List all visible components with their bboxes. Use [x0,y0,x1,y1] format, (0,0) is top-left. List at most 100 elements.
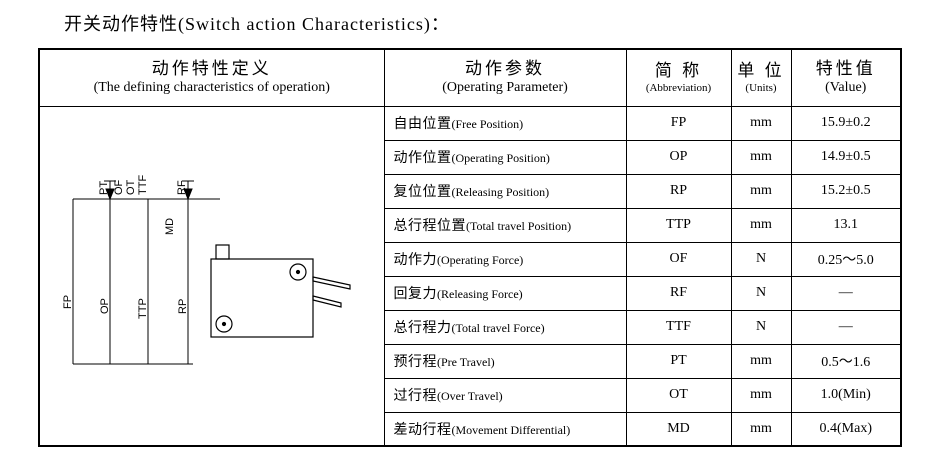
abbreviation-cell: MD [625,411,732,447]
abbreviation-cell: OP [625,139,732,175]
parameter-en: (Releasing Force) [437,287,523,301]
parameter-cn: 总行程位置 [393,219,466,234]
unit-cell: mm [730,105,792,141]
table-row: 差动行程(Movement Differential) MD mm 0.4(Ma… [39,411,902,447]
parameter-en: (Total travel Force) [451,321,545,335]
parameter-cell: 总行程力(Total travel Force) [383,309,627,345]
plunger-position-arrows [104,180,194,200]
abbreviation-cell: OF [625,241,732,277]
parameter-cell: 自由位置(Free Position) [383,105,627,141]
parameter-cn: 预行程 [393,355,437,370]
abbreviation-cell: OT [625,377,732,413]
value-header-en: (Value) [825,80,867,96]
unit-cell: mm [730,173,792,209]
parameter-cn: 复位位置 [393,185,452,200]
parameter-cn: 动作位置 [393,151,452,166]
abbreviation-header-cn: 简 称 [654,61,703,81]
measurement-lines [72,198,220,364]
parameter-header-en: (Operating Parameter) [442,80,568,96]
parameter-en: (Movement Differential) [451,422,571,437]
op-label: OP [99,298,111,314]
abbreviation-cell: TTF [625,309,732,345]
abbreviation-cell: PT [625,343,732,379]
parameter-en: (Pre Travel) [437,355,495,369]
md-label: MD [164,217,176,234]
value-header-cn: 特性值 [815,59,876,79]
table-row: PT OF OT TTF RF MD FP OP TTP RP 自由位置(Fre… [38,105,902,447]
switch-action-diagram: PT OF OT TTF RF MD FP OP TTP RP [62,174,351,364]
parameter-en: (Free Position) [451,117,524,131]
parameter-en: (Releasing Position) [451,185,550,199]
column-header-units: 单 位 (Units) [730,48,792,107]
parameter-cell: 复位位置(Releasing Position) [383,173,627,209]
parameter-en: (Over Travel) [437,389,503,403]
parameter-cn: 差动行程 [393,422,452,438]
value-cell: — [790,275,902,311]
abbreviation-header-en: (Abbreviation) [645,82,712,95]
unit-cell: N [730,309,792,345]
page-title: 开关动作特性(Switch action Characteristics)： [64,14,450,34]
parameter-cell: 动作位置(Operating Position) [383,139,627,175]
value-cell: 15.2±0.5 [790,173,902,209]
switch-characteristics-table: 动作特性定义 (The defining characteristics of … [38,48,902,447]
definition-header-cn: 动作特性定义 [151,59,272,79]
ttp-label: TTP [137,298,149,319]
abbreviation-cell: FP [625,105,732,141]
abbreviation-cell: TTP [625,207,732,243]
units-header-en: (Units) [745,82,777,95]
unit-cell: N [730,275,792,311]
value-cell: 0.5～1.6 [790,343,902,379]
parameter-en: (Operating Force) [437,253,524,267]
pt-label: PT [98,180,110,194]
column-header-parameter: 动作参数 (Operating Parameter) [383,48,627,107]
value-cell: 0.25～5.0 [790,241,902,277]
unit-cell: mm [730,377,792,413]
table-row: 动作位置(Operating Position) OP mm 14.9±0.5 [39,139,902,175]
rp-label: RP [177,298,189,313]
ot-label: OT [125,179,137,195]
diagram-cell: PT OF OT TTF RF MD FP OP TTP RP [38,105,385,447]
parameter-cell: 总行程位置(Total travel Position) [383,207,627,243]
parameter-cn: 回复力 [393,287,437,302]
table-row: 复位位置(Releasing Position) RP mm 15.2±0.5 [39,173,902,209]
column-header-value: 特性值 (Value) [790,48,902,107]
rf-label: RF [176,180,188,195]
parameter-cell: 差动行程(Movement Differential) [383,411,627,447]
parameter-cell: 过行程(Over Travel) [383,377,627,413]
parameter-cell: 预行程(Pre Travel) [383,343,627,379]
table-row: 预行程(Pre Travel) PT mm 0.5～1.6 [39,343,902,379]
parameter-cell: 动作力(Operating Force) [383,241,627,277]
fp-label: FP [62,294,74,308]
value-cell: 0.4(Max) [790,411,902,447]
table-row: 总行程力(Total travel Force) TTF N — [39,309,902,345]
value-cell: 13.1 [790,207,902,243]
unit-cell: mm [730,343,792,379]
microswitch-body [210,243,351,338]
abbreviation-cell: RP [625,173,732,209]
parameter-header-cn: 动作参数 [465,59,545,79]
parameter-cn: 过行程 [393,389,437,404]
header-row: 动作特性定义 (The defining characteristics of … [38,48,902,107]
definition-header-en: (The defining characteristics of operati… [93,80,330,96]
column-header-abbreviation: 简 称 (Abbreviation) [625,48,732,107]
value-cell: — [790,309,902,345]
table-row: 过行程(Over Travel) OT mm 1.0(Min) [39,377,902,413]
of-label: OF [113,179,125,195]
diagram-labels: PT OF OT TTF RF MD FP OP TTP RP [62,174,189,318]
table-row: 动作力(Operating Force) OF N 0.25～5.0 [39,241,902,277]
parameter-en: (Operating Position) [451,151,550,165]
definition-header: 动作特性定义 (The defining characteristics of … [38,48,385,107]
parameter-cn: 总行程力 [393,321,452,336]
parameter-cell: 回复力(Releasing Force) [383,275,627,311]
value-cell: 1.0(Min) [790,377,902,413]
parameter-cn: 自由位置 [393,117,452,132]
unit-cell: mm [730,139,792,175]
units-header-cn: 单 位 [737,61,785,81]
unit-cell: N [730,241,792,277]
abbreviation-cell: RF [625,275,732,311]
value-cell: 14.9±0.5 [790,139,902,175]
parameter-cn: 动作力 [393,253,437,268]
parameter-en: (Total travel Position) [466,219,572,233]
ttf-label: TTF [137,174,149,194]
value-cell: 15.9±0.2 [790,105,902,141]
